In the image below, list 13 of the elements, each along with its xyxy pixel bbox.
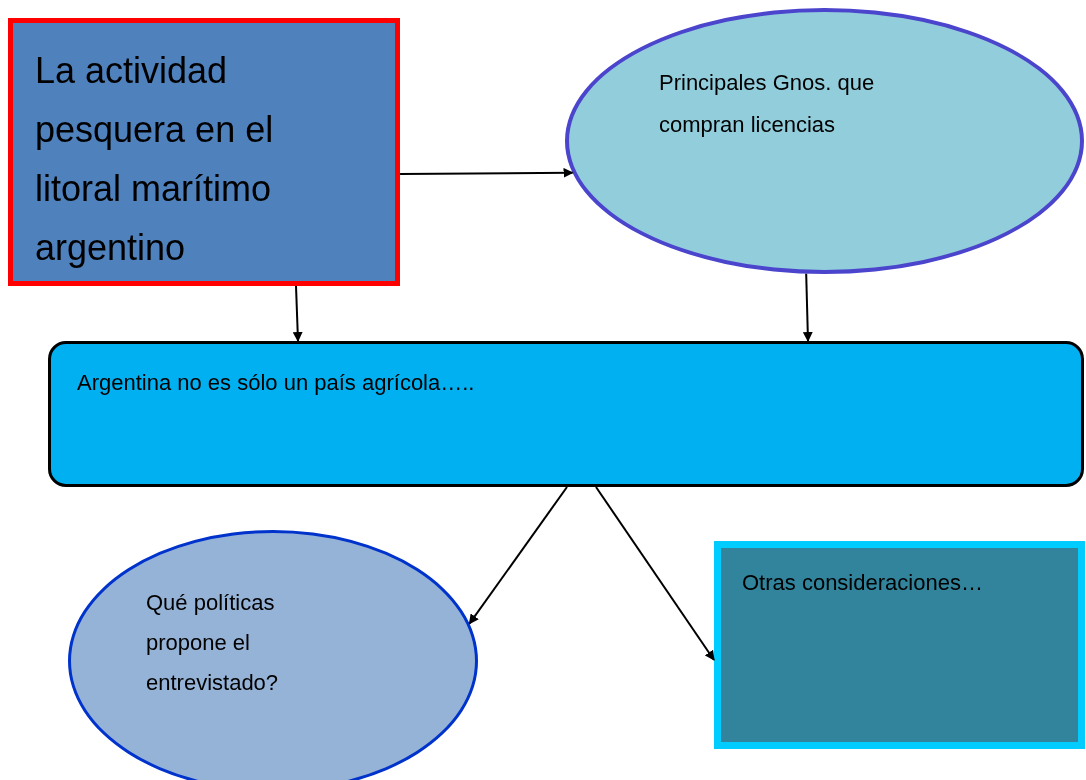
rounded-box [48, 341, 1084, 487]
process-box [714, 541, 1085, 749]
node-label: Otras consideraciones… [742, 569, 984, 597]
arrow [399, 167, 574, 178]
node-label: Argentina no es sólo un país agrícola….. [77, 369, 476, 397]
topic-box [8, 18, 400, 286]
node-label: La actividad pesquera en el litoral marítimo argentino [35, 49, 275, 270]
node-label: Qué políticas propone el entrevistado? [146, 589, 280, 697]
arrow [292, 285, 303, 342]
node-label: Principales Gnos. que compran licencias [659, 69, 876, 139]
arrow [802, 272, 813, 342]
arrow [595, 486, 715, 661]
arrow [468, 486, 568, 625]
